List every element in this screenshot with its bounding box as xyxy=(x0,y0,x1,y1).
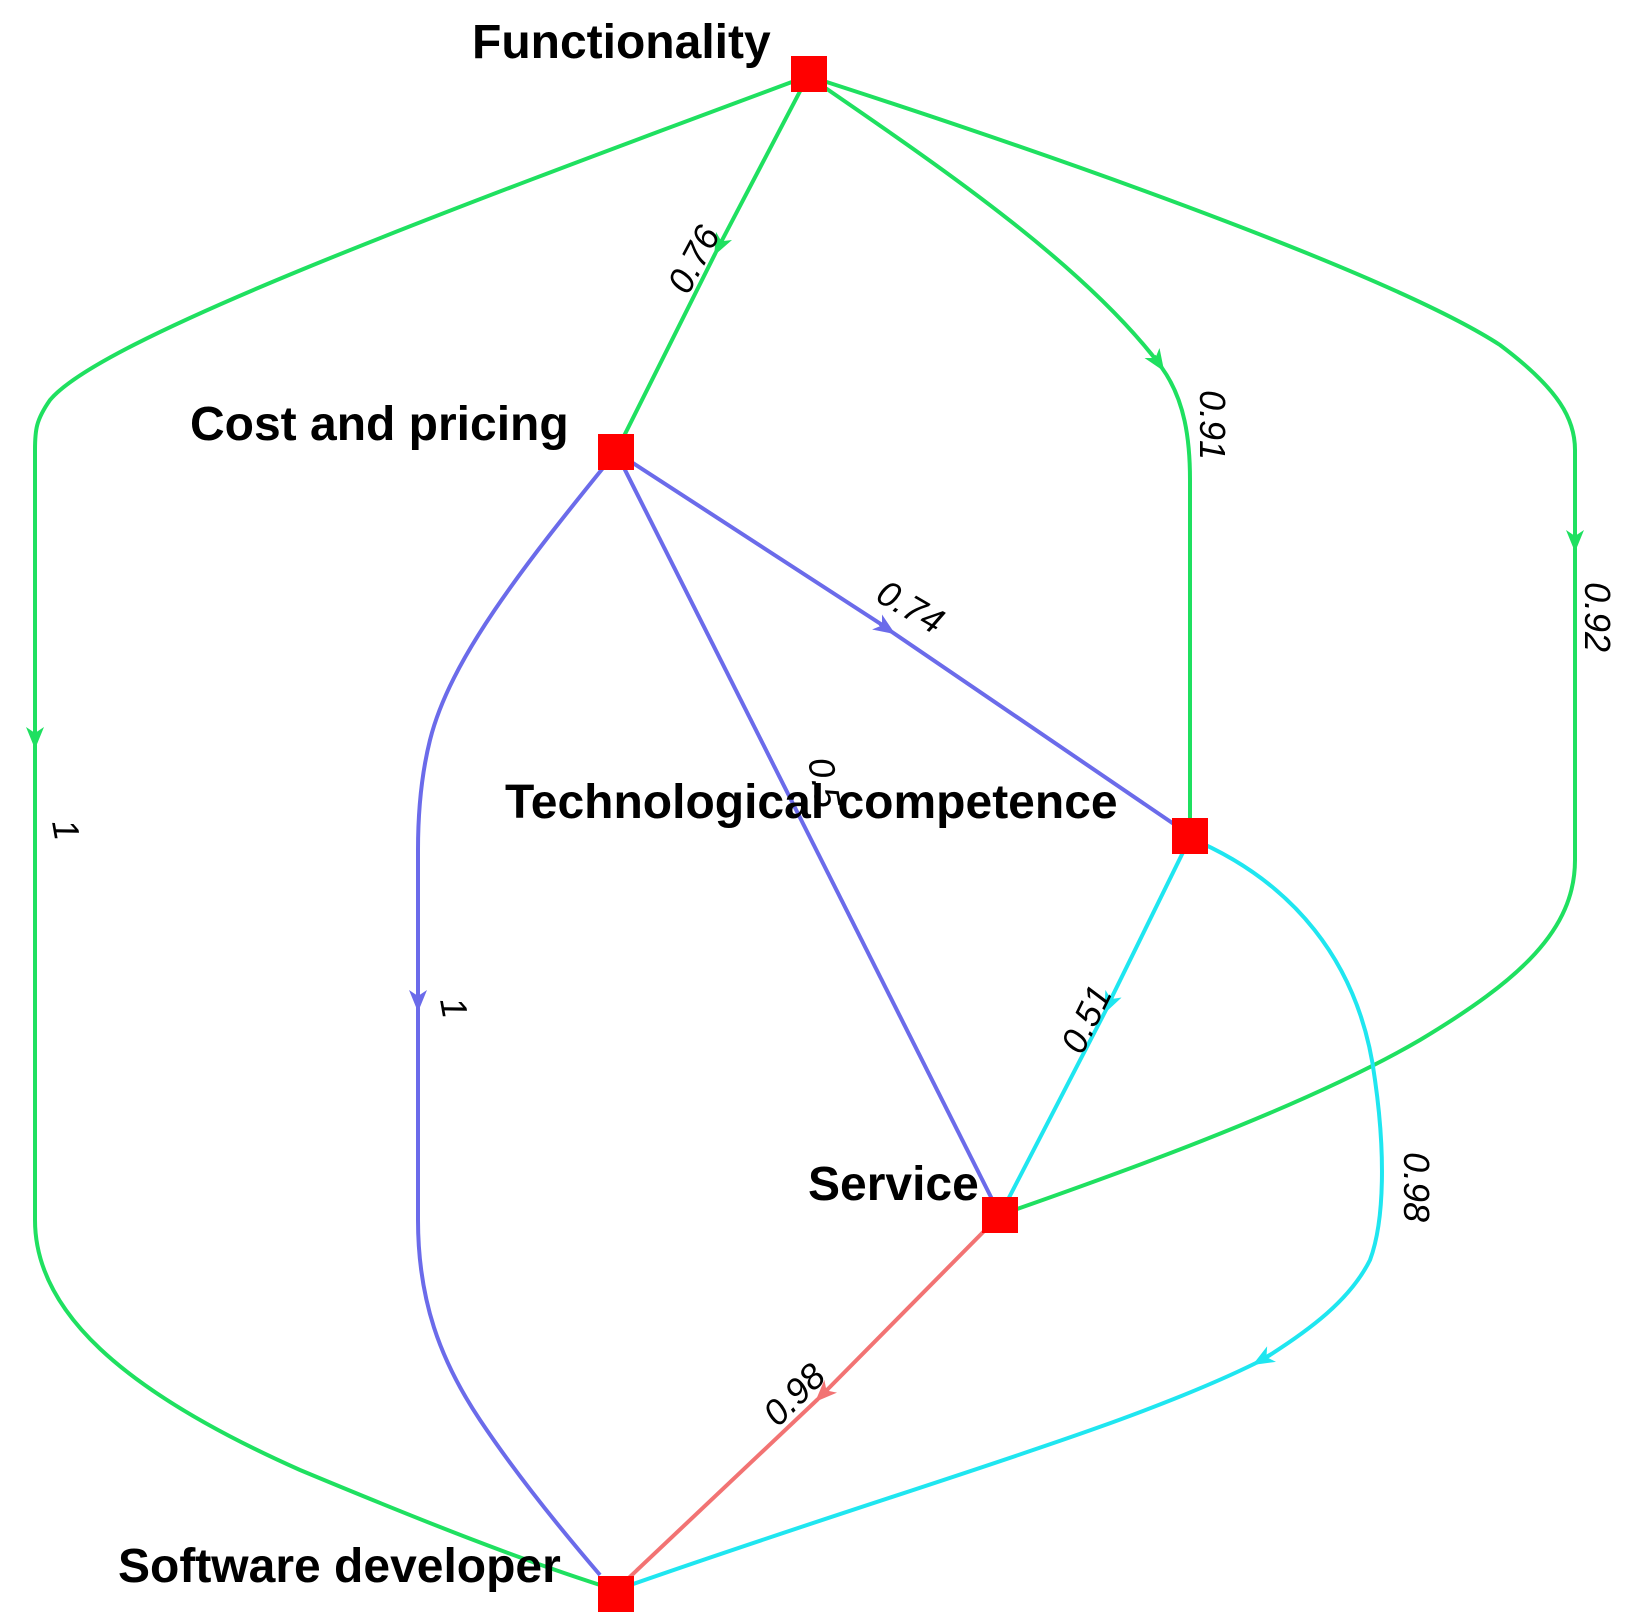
edge-cost-pricing-to-software-developer-tail xyxy=(416,1008,602,1577)
node-functionality xyxy=(791,56,827,92)
weight-label-service-software-developer: 0.98 xyxy=(755,1355,834,1434)
edge-technological-to-service-arrow xyxy=(1104,989,1122,1014)
edge-cost-pricing-to-service xyxy=(614,451,1002,1216)
node-cost-pricing xyxy=(598,434,634,470)
edge-technological-to-service-tail xyxy=(998,1009,1108,1216)
edge-technological-to-software-developer-arrow xyxy=(1252,1346,1277,1365)
edge-functionality-to-cost-pricing-arrow xyxy=(714,231,733,256)
node-label-software-developer: Software developer xyxy=(118,1540,561,1593)
node-software-developer xyxy=(598,1576,634,1612)
edge-cost-pricing-to-technological xyxy=(614,450,892,632)
edge-service-to-software-developer-arrow xyxy=(815,1379,838,1402)
weight-label-functionality-software-developer: 1 xyxy=(44,816,88,843)
weight-label-technological-software-developer: 0.98 xyxy=(1396,1152,1437,1222)
node-technological-competence xyxy=(1172,818,1208,854)
edge-technological-to-service xyxy=(1106,837,1192,1006)
edge-functionality-to-service xyxy=(807,74,1577,540)
weight-label-technological-service: 0.51 xyxy=(1052,979,1120,1060)
weight-label-cost-pricing-software-developer: 1 xyxy=(432,994,476,1021)
edge-cost-pricing-to-technological-tail xyxy=(890,630,1192,837)
edge-cost-pricing-to-software-developer xyxy=(416,450,618,1000)
edge-functionality-to-cost-pricing xyxy=(716,75,810,249)
weight-label-cost-pricing-service: 0.5 xyxy=(800,754,849,811)
edge-functionality-to-service-tail xyxy=(999,548,1577,1217)
node-label-service: Service xyxy=(808,1158,979,1211)
edge-service-to-software-developer xyxy=(820,1213,1002,1397)
node-label-functionality: Functionality xyxy=(472,16,771,69)
weight-label-cost-pricing-technological: 0.74 xyxy=(870,571,951,642)
edge-technological-to-software-developer xyxy=(1189,836,1384,1362)
weight-label-functionality-service: 0.92 xyxy=(1577,582,1618,652)
edge-functionality-to-technological xyxy=(806,74,1162,367)
node-service xyxy=(982,1197,1018,1233)
node-label-cost-pricing: Cost and pricing xyxy=(190,398,569,451)
edge-functionality-to-software-developer xyxy=(33,74,809,740)
edge-functionality-to-cost-pricing-tail xyxy=(614,251,718,453)
node-label-technological-competence: Technological competence xyxy=(505,776,1118,829)
weight-label-functionality-technological: 0.91 xyxy=(1192,390,1233,460)
edge-functionality-to-technological-tail xyxy=(1160,366,1192,840)
edge-service-to-software-developer-tail xyxy=(614,1397,820,1592)
weight-label-functionality-cost-pricing: 0.76 xyxy=(659,218,729,300)
edge-functionality-to-technological-arrow xyxy=(1144,348,1165,372)
edge-technological-to-software-developer-tail xyxy=(615,1361,1257,1592)
edge-cost-pricing-to-technological-arrow xyxy=(872,614,896,635)
edge-functionality-to-software-developer-tail xyxy=(33,745,617,1592)
